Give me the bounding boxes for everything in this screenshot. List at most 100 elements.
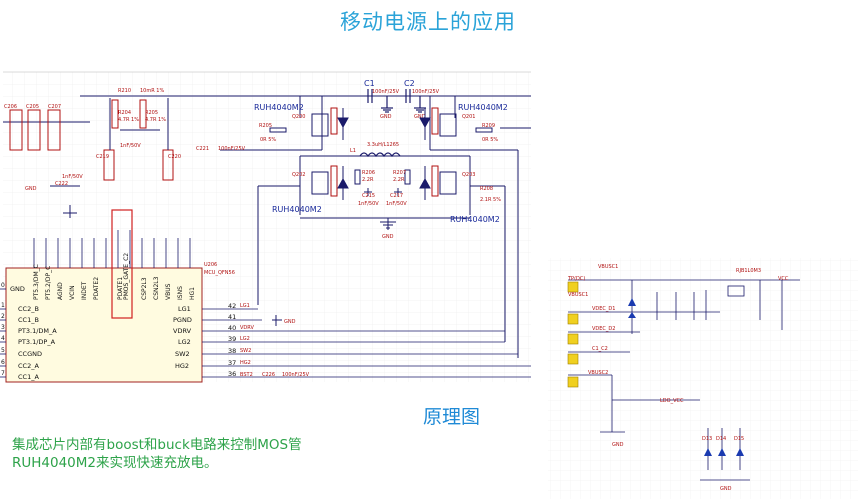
q200-part: RUH4040M2 bbox=[254, 103, 304, 112]
svg-text:PDATE2: PDATE2 bbox=[93, 277, 100, 300]
svg-text:42: 42 bbox=[228, 302, 236, 310]
svg-text:GND: GND bbox=[25, 186, 37, 192]
svg-text:LG2: LG2 bbox=[178, 338, 191, 346]
svg-text:10mR 1%: 10mR 1% bbox=[140, 88, 164, 94]
schematic-caption: 原理图 bbox=[423, 406, 481, 428]
svg-text:C207: C207 bbox=[48, 104, 61, 110]
svg-text:100nF/25V: 100nF/25V bbox=[218, 146, 246, 152]
svg-text:HG2: HG2 bbox=[240, 360, 251, 366]
svg-text:BST2: BST2 bbox=[240, 372, 253, 378]
svg-text:GND: GND bbox=[10, 285, 25, 293]
svg-text:Q203: Q203 bbox=[462, 172, 475, 178]
svg-text:4.7R 1%: 4.7R 1% bbox=[118, 117, 139, 123]
svg-text:VCC: VCC bbox=[778, 276, 789, 282]
left-top-passives bbox=[9, 98, 174, 218]
inductor-value: 3.3uH/L1265 bbox=[367, 142, 399, 148]
svg-text:LG1: LG1 bbox=[240, 303, 250, 309]
svg-text:CSP2L3: CSP2L3 bbox=[141, 277, 148, 300]
svg-text:C217: C217 bbox=[390, 193, 403, 199]
svg-text:C205: C205 bbox=[26, 104, 39, 110]
svg-text:C1_C2: C1_C2 bbox=[592, 346, 608, 352]
svg-text:C219: C219 bbox=[96, 154, 109, 160]
svg-text:GND: GND bbox=[284, 319, 296, 325]
svg-text:GND: GND bbox=[612, 442, 624, 448]
svg-text:C221: C221 bbox=[196, 146, 209, 152]
svg-text:100nF/25V: 100nF/25V bbox=[282, 372, 310, 378]
svg-text:MCU_QFN56: MCU_QFN56 bbox=[204, 270, 235, 276]
svg-text:R205: R205 bbox=[145, 110, 158, 116]
svg-text:R206: R206 bbox=[362, 170, 375, 176]
svg-text:ISNS: ISNS bbox=[177, 286, 184, 300]
svg-text:4.7R 1%: 4.7R 1% bbox=[145, 117, 166, 123]
svg-text:GND: GND bbox=[382, 234, 394, 240]
svg-text:R210: R210 bbox=[118, 88, 131, 94]
svg-text:C226: C226 bbox=[262, 372, 275, 378]
svg-text:RJB1L0M3: RJB1L0M3 bbox=[736, 268, 761, 274]
svg-text:3: 3 bbox=[1, 324, 5, 331]
test-points bbox=[567, 281, 579, 388]
inductor-l1 bbox=[359, 152, 401, 158]
svg-text:HG2: HG2 bbox=[175, 362, 189, 370]
svg-text:AGND: AGND bbox=[57, 282, 64, 300]
description-line-2: RUH4040M2来实现快速充放电。 bbox=[12, 455, 218, 471]
svg-text:0R 5%: 0R 5% bbox=[482, 137, 498, 143]
ic-left-pins bbox=[0, 288, 6, 378]
svg-text:2.2R: 2.2R bbox=[393, 177, 405, 183]
svg-text:LG2: LG2 bbox=[240, 336, 250, 342]
svg-text:7: 7 bbox=[1, 370, 5, 377]
svg-text:C222: C222 bbox=[55, 181, 68, 187]
svg-text:VDEC_D2: VDEC_D2 bbox=[592, 326, 615, 332]
svg-text:SW2: SW2 bbox=[175, 350, 190, 358]
svg-text:PT3.1/DM_A: PT3.1/DM_A bbox=[18, 327, 57, 335]
svg-text:1nF/50V: 1nF/50V bbox=[386, 201, 407, 207]
svg-text:VBUS: VBUS bbox=[165, 283, 172, 300]
svg-text:CC2_B: CC2_B bbox=[18, 305, 39, 313]
ic-u206-body bbox=[5, 267, 203, 383]
svg-text:4: 4 bbox=[1, 335, 5, 342]
svg-text:41: 41 bbox=[228, 313, 236, 321]
svg-text:Q200: Q200 bbox=[292, 114, 305, 120]
svg-text:1nF/50V: 1nF/50V bbox=[358, 201, 379, 207]
q202-part: RUH4040M2 bbox=[272, 205, 322, 214]
svg-text:37: 37 bbox=[228, 359, 236, 367]
small-diodes bbox=[628, 298, 744, 456]
top-rail-wires bbox=[3, 95, 531, 358]
svg-text:HG1: HG1 bbox=[189, 287, 196, 300]
svg-text:TP(DC): TP(DC) bbox=[567, 276, 585, 282]
svg-text:C215: C215 bbox=[362, 193, 375, 199]
svg-text:VBUSC2: VBUSC2 bbox=[588, 370, 608, 376]
description-line-1: 集成芯片内部有boost和buck电路来控制MOS管 bbox=[12, 437, 302, 453]
svg-text:2: 2 bbox=[1, 313, 5, 320]
svg-text:GND: GND bbox=[380, 114, 392, 120]
svg-text:GND: GND bbox=[414, 114, 426, 120]
svg-text:INDET: INDET bbox=[81, 281, 88, 300]
c1-value: 100nF/25V bbox=[372, 89, 400, 95]
svg-text:R209: R209 bbox=[482, 123, 495, 129]
svg-text:LDO_VCC: LDO_VCC bbox=[660, 398, 684, 404]
svg-text:38: 38 bbox=[228, 347, 236, 355]
svg-text:CCGND: CCGND bbox=[18, 350, 42, 358]
mosfet-q202 bbox=[311, 165, 349, 200]
small-schematic-grid bbox=[548, 258, 858, 499]
ic-right-pins bbox=[202, 308, 531, 378]
svg-text:VDRV: VDRV bbox=[240, 325, 254, 331]
svg-text:VBUSC1: VBUSC1 bbox=[598, 264, 618, 270]
svg-text:2.2R: 2.2R bbox=[362, 177, 374, 183]
svg-text:CC2_A: CC2_A bbox=[18, 362, 39, 370]
svg-text:5: 5 bbox=[1, 347, 5, 354]
svg-text:CC1_B: CC1_B bbox=[18, 316, 39, 324]
svg-text:1nF/50V: 1nF/50V bbox=[120, 143, 141, 149]
q203-part: RUH4040M2 bbox=[450, 215, 500, 224]
svg-text:PT3.1/DP_A: PT3.1/DP_A bbox=[18, 338, 56, 346]
cap-c1-c2 bbox=[367, 89, 426, 113]
svg-text:U206: U206 bbox=[204, 262, 217, 268]
page-title: 移动电源上的应用 bbox=[340, 10, 516, 34]
svg-text:C1: C1 bbox=[364, 79, 375, 88]
svg-text:Q201: Q201 bbox=[462, 114, 475, 120]
small-schematic-wires bbox=[568, 279, 800, 481]
inductor-ref: L1 bbox=[350, 148, 356, 154]
svg-text:2.1R 5%: 2.1R 5% bbox=[480, 197, 501, 203]
svg-text:1nF/50V: 1nF/50V bbox=[62, 174, 83, 180]
svg-text:R208: R208 bbox=[480, 186, 493, 192]
